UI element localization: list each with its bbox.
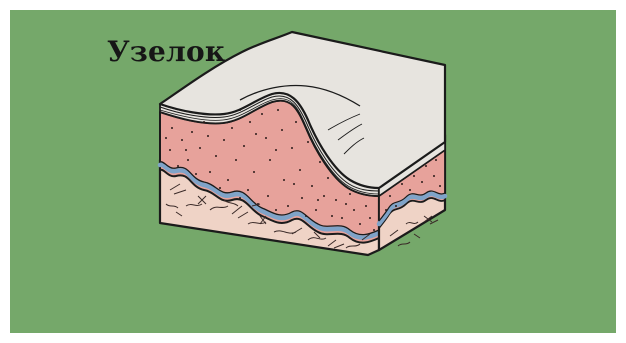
illustration-panel: Узелок [10, 10, 616, 333]
skin-block-illustration [10, 10, 616, 333]
diagram-title: Узелок [107, 35, 225, 68]
